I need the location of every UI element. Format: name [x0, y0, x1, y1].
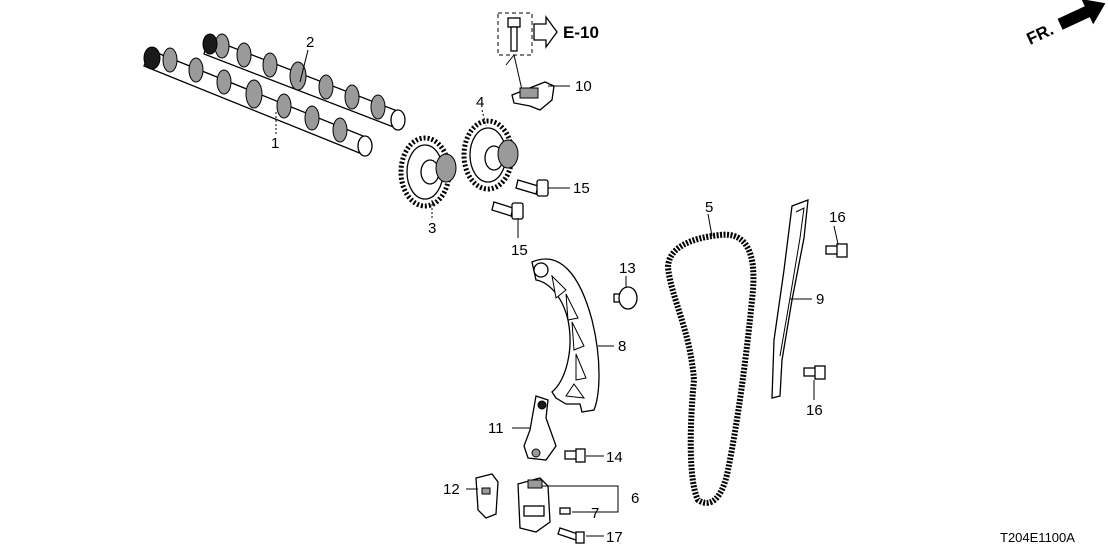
callout-1: 1: [271, 135, 279, 152]
cam-sprocket-part-3: [398, 135, 457, 209]
chain-guide-bracket-part-10: [511, 81, 555, 111]
callout-13: 13: [619, 260, 636, 277]
callout-10: 10: [575, 78, 592, 95]
reference-bolt: [507, 17, 521, 52]
callout-8: 8: [618, 338, 626, 355]
front-label: FR.: [1024, 20, 1057, 49]
sprocket-bolt-part-15-upper: [515, 179, 549, 197]
tensioner-pin-part-7: [559, 507, 571, 515]
callout-14: 14: [606, 449, 623, 466]
callout-4: 4: [476, 94, 484, 111]
callout-12: 12: [443, 481, 460, 498]
timing-chain-part-5: [664, 231, 757, 506]
tensioner-arm-part-8: [531, 258, 600, 413]
pivot-bolt-part-13: [613, 286, 638, 310]
callout-3: 3: [428, 220, 436, 237]
callout-15-upper: 15: [573, 180, 590, 197]
leader-lines: [275, 49, 839, 537]
callout-16-upper: 16: [829, 209, 846, 226]
reference-label: E-10: [563, 23, 599, 42]
callout-6: 6: [631, 490, 639, 507]
callout-11: 11: [488, 420, 504, 437]
tensioner-bolt-part-17: [557, 527, 585, 544]
reference-indicator: E-10: [497, 12, 599, 91]
tensioner-lever-part-11: [523, 395, 557, 461]
cam-sprocket-part-4: [461, 118, 519, 192]
reference-box: [497, 12, 533, 56]
callout-15-lower: 15: [511, 242, 528, 259]
drawing-code: T204E1100A: [1000, 530, 1075, 545]
sprocket-bolt-part-15-lower: [491, 201, 524, 220]
bracket-part-12: [475, 473, 499, 519]
callout-labels: 1 2 3 4 5 6 7 8 9 10 11 12 13 14 15 15 1…: [271, 34, 846, 546]
callout-16-lower: 16: [806, 402, 823, 419]
intake-camshaft-part-1: [143, 46, 373, 157]
callout-9: 9: [816, 291, 824, 308]
callout-2: 2: [306, 34, 314, 51]
lever-bolt-part-14: [564, 448, 586, 463]
callout-7: 7: [591, 505, 599, 522]
callout-5: 5: [705, 199, 713, 216]
front-arrow-icon: [1057, 0, 1106, 30]
guide-bolt-part-16-lower: [803, 365, 826, 380]
exhaust-camshaft-part-2: [202, 33, 406, 131]
callout-17: 17: [606, 529, 623, 546]
guide-bolt-part-16-upper: [825, 243, 848, 258]
chain-tensioner-part-6: [517, 477, 551, 533]
front-direction-indicator: FR.: [1024, 0, 1106, 49]
reference-arrow-icon: [533, 15, 558, 49]
